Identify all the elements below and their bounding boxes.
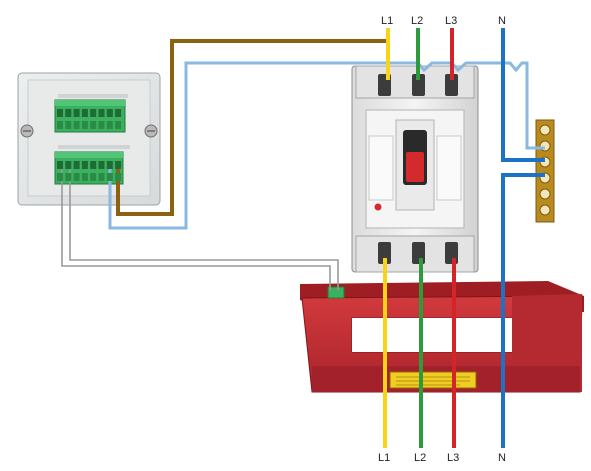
upper-terminal-screw bbox=[98, 109, 105, 117]
lower-terminal-slot bbox=[106, 173, 113, 181]
label-l1-top: L1 bbox=[381, 15, 393, 27]
lower-terminal-slot bbox=[65, 173, 72, 181]
upper-terminal-slot bbox=[57, 121, 63, 129]
upper-terminal-screw bbox=[73, 109, 80, 117]
meter-module bbox=[17, 72, 161, 206]
lower-terminal-screw bbox=[106, 161, 113, 169]
signal-wire-lightblue bbox=[108, 61, 545, 230]
lower-terminal-slot bbox=[115, 173, 122, 181]
label-l3-bottom: L3 bbox=[447, 452, 459, 464]
upper-terminal-screw bbox=[81, 109, 88, 117]
upper-terminal-slot bbox=[98, 121, 105, 129]
upper-terminal-slot bbox=[90, 121, 97, 129]
mounting-screw-left bbox=[20, 124, 34, 138]
circuit-breaker bbox=[351, 65, 479, 273]
upper-terminal-screw bbox=[115, 109, 122, 117]
upper-terminal-slot bbox=[65, 121, 72, 129]
wire-n-return bbox=[501, 173, 545, 448]
lower-terminal-slot bbox=[90, 173, 97, 181]
upper-terminal-slot bbox=[106, 121, 113, 129]
upper-terminal-slot bbox=[73, 121, 80, 129]
ct-secondary-wire-inner bbox=[69, 168, 339, 290]
lower-terminal-screw bbox=[57, 161, 63, 169]
label-l1-bottom: L1 bbox=[378, 452, 390, 464]
lower-terminal-slot bbox=[81, 173, 88, 181]
label-l2-top: L2 bbox=[411, 15, 423, 27]
ct-secondary-terminal bbox=[327, 286, 345, 299]
lower-terminal-screw bbox=[90, 161, 97, 169]
upper-terminal-screw bbox=[106, 109, 113, 117]
lower-terminal-screw bbox=[73, 161, 80, 169]
upper-terminal-slot bbox=[115, 121, 122, 129]
label-n-top: N bbox=[498, 15, 506, 27]
lower-terminal-slot bbox=[73, 173, 80, 181]
lower-terminal-screw bbox=[65, 161, 72, 169]
ct-nameplate bbox=[389, 371, 477, 389]
lower-terminal-screw bbox=[115, 161, 122, 169]
lower-terminal-slot bbox=[98, 173, 105, 181]
label-n-bottom: N bbox=[498, 452, 506, 464]
mounting-screw-right bbox=[144, 124, 158, 138]
upper-terminal-screw bbox=[90, 109, 97, 117]
lower-terminal-slot bbox=[57, 173, 63, 181]
breaker-handle bbox=[403, 130, 427, 185]
wire-n bbox=[501, 28, 545, 162]
current-transformer bbox=[300, 281, 584, 393]
lower-terminal-screw bbox=[98, 161, 105, 169]
upper-terminal-screw bbox=[65, 109, 72, 117]
label-l2-bottom: L2 bbox=[414, 452, 426, 464]
test-button bbox=[374, 203, 382, 211]
neutral-bar bbox=[535, 119, 555, 223]
upper-terminal-slot bbox=[81, 121, 88, 129]
upper-terminal-screw bbox=[57, 109, 63, 117]
ct-secondary-wire-outer bbox=[61, 168, 331, 290]
lower-terminal-screw bbox=[81, 161, 88, 169]
label-l3-top: L3 bbox=[445, 15, 457, 27]
